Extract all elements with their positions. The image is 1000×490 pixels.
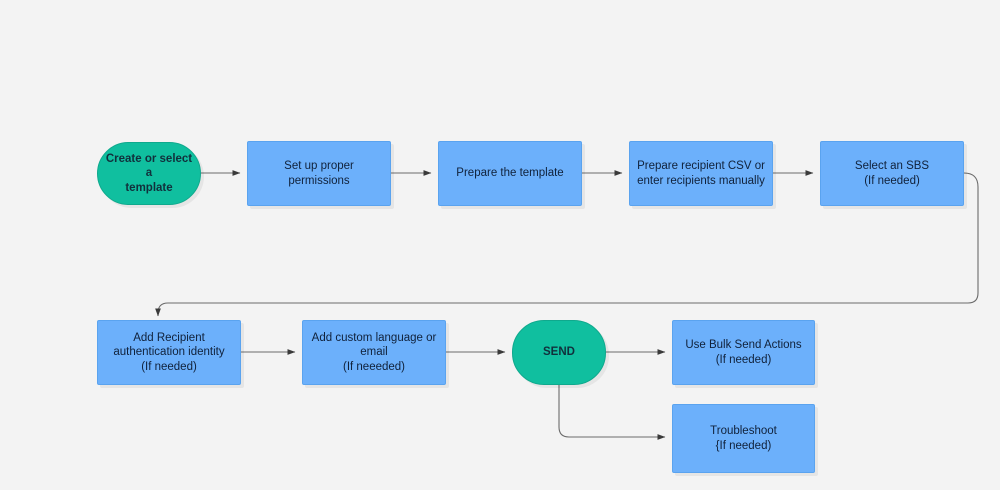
node-add-recipient-authentication[interactable]: Add Recipient authentication identity (I… [97, 320, 241, 385]
node-use-bulk-send-actions[interactable]: Use Bulk Send Actions (If needed) [672, 320, 815, 385]
node-troubleshoot[interactable]: Troubleshoot {If needed) [672, 404, 815, 473]
node-label: Prepare recipient CSV or enter recipient… [637, 160, 765, 187]
node-label: Add custom language or email (If neeeded… [311, 332, 437, 373]
node-create-or-select-template[interactable]: Create or select a template [97, 142, 201, 205]
edge-send-to-troubleshoot [558, 385, 666, 440]
node-send[interactable]: SEND [512, 320, 606, 385]
node-label: Set up proper permissions [284, 160, 354, 187]
node-add-custom-language[interactable]: Add custom language or email (If neeeded… [302, 320, 446, 385]
node-label: Create or select a template [105, 153, 193, 194]
node-set-up-permissions[interactable]: Set up proper permissions [247, 141, 391, 206]
node-label: Add Recipient authentication identity (I… [113, 332, 225, 373]
node-prepare-recipient-csv[interactable]: Prepare recipient CSV or enter recipient… [629, 141, 773, 206]
node-select-sbs[interactable]: Select an SBS (If needed) [820, 141, 964, 206]
node-label: Select an SBS (If needed) [854, 160, 930, 187]
node-label: Troubleshoot {If needed) [710, 425, 777, 452]
node-label: Prepare the template [456, 167, 564, 180]
node-label: Use Bulk Send Actions (If needed) [685, 339, 802, 366]
node-prepare-template[interactable]: Prepare the template [438, 141, 582, 206]
node-label: SEND [543, 346, 575, 359]
